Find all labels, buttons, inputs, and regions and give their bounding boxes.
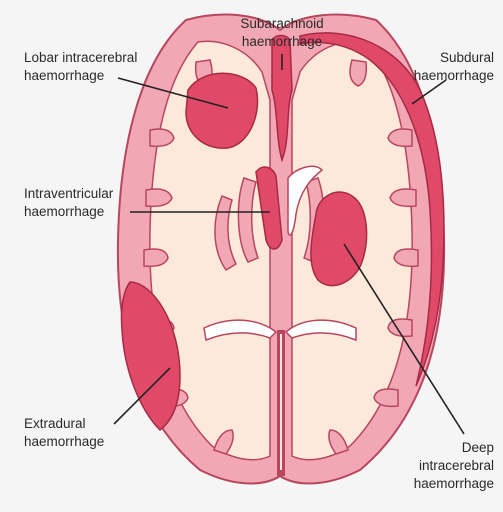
label-deep-1: Deep <box>462 440 494 455</box>
label-extradural-1: Extradural <box>24 416 86 431</box>
label-lobar-1: Lobar intracerebral <box>24 50 137 65</box>
label-deep-2: intracerebral <box>419 458 494 473</box>
label-subdural-1: Subdural <box>440 50 494 65</box>
label-intraventricular-2: haemorrhage <box>24 204 104 219</box>
label-deep-3: haemorrhage <box>414 476 494 491</box>
label-intraventricular-1: Intraventricular <box>24 186 114 201</box>
label-subarachnoid-2: haemorrhage <box>242 34 322 49</box>
label-subdural-2: haemorrhage <box>414 68 494 83</box>
label-extradural-2: haemorrhage <box>24 434 104 449</box>
label-lobar-2: haemorrhage <box>24 68 104 83</box>
label-subarachnoid-1: Subarachnoid <box>240 16 323 31</box>
